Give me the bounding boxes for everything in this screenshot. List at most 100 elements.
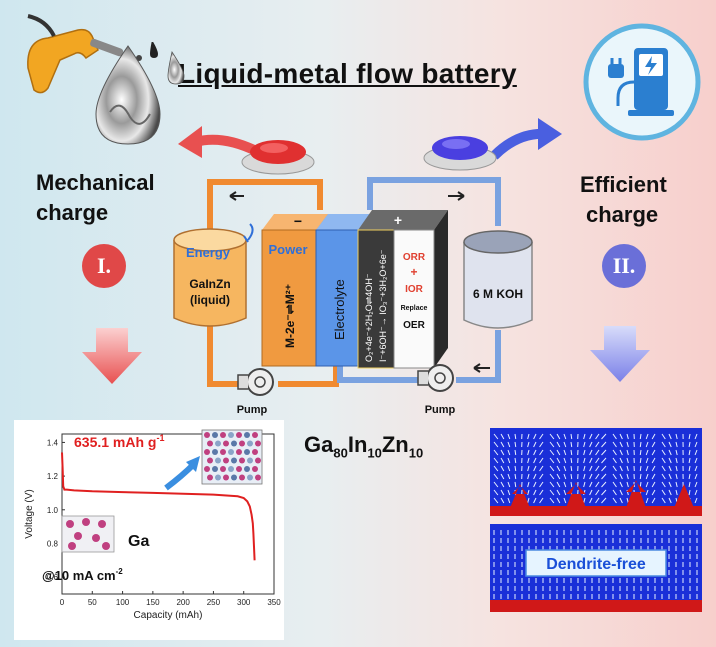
field-arrow <box>527 489 530 496</box>
field-arrow <box>688 489 691 496</box>
field-arrow <box>688 441 691 448</box>
field-arrow <box>539 441 544 448</box>
field-arrow <box>688 449 691 456</box>
liquid-metal-drop-icon <box>95 42 185 145</box>
field-arrow <box>626 441 629 448</box>
atom <box>204 432 210 438</box>
field-arrow <box>675 473 678 480</box>
field-arrow <box>668 441 672 448</box>
cycle-arrow-icon <box>243 223 254 243</box>
field-arrow <box>583 441 586 448</box>
discharge-curve <box>61 452 256 561</box>
field-arrow <box>570 473 573 480</box>
field-arrow <box>639 473 642 480</box>
field-arrow <box>500 441 505 448</box>
field-arrow <box>661 497 666 504</box>
field-arrow <box>645 481 649 488</box>
right-pump-icon <box>417 364 454 392</box>
field-arrow <box>500 473 505 480</box>
field-arrow <box>583 465 586 472</box>
field-arrow <box>668 433 672 440</box>
field-arrow <box>595 457 600 464</box>
field-arrow <box>570 457 573 464</box>
field-arrow <box>645 465 649 472</box>
field-arrow <box>619 441 623 448</box>
field-arrow <box>533 473 537 480</box>
field-arrow <box>549 449 555 456</box>
field-arrow <box>694 489 698 496</box>
field-arrow <box>549 473 555 480</box>
x-tick-label: 300 <box>237 598 251 607</box>
field-arrow <box>493 481 499 488</box>
field-arrow <box>507 449 511 456</box>
atom <box>255 474 261 481</box>
atom <box>252 466 258 472</box>
efficient-charge-label: Efficient charge <box>580 172 667 227</box>
atom <box>207 474 213 481</box>
flow-arrow-right-bottom <box>473 363 490 373</box>
field-arrow <box>549 497 555 504</box>
field-arrow <box>500 481 505 488</box>
field-arrow <box>645 497 649 504</box>
field-arrow <box>651 433 656 440</box>
field-arrow <box>563 449 567 456</box>
field-arrow <box>612 457 617 464</box>
field-arrow <box>668 473 672 480</box>
field-arrow <box>595 473 600 480</box>
field-arrow <box>694 457 698 464</box>
flow-arrow-left-top <box>229 191 244 201</box>
atom <box>239 474 245 481</box>
field-arrow <box>549 433 555 440</box>
atom <box>223 457 229 464</box>
field-arrow <box>514 481 517 488</box>
x-tick-label: 100 <box>116 598 130 607</box>
atom <box>215 474 221 481</box>
field-arrow <box>639 465 642 472</box>
blue-push-button[interactable] <box>420 124 500 174</box>
field-arrow <box>668 449 672 456</box>
figure-title: Liquid-metal flow battery <box>178 58 517 89</box>
field-arrow <box>533 457 537 464</box>
field-arrow <box>500 489 505 496</box>
field-arrow <box>651 497 656 504</box>
atom <box>247 474 253 481</box>
field-arrow <box>507 497 511 504</box>
field-arrow <box>595 441 600 448</box>
field-arrow <box>694 441 698 448</box>
atom <box>228 449 234 455</box>
field-arrow <box>619 473 623 480</box>
x-tick-label: 50 <box>88 598 97 607</box>
field-arrow <box>556 441 561 448</box>
field-arrow <box>612 497 617 504</box>
field-arrow <box>645 489 649 496</box>
orr-ior-plus: + <box>410 265 417 279</box>
field-arrow <box>619 489 623 496</box>
atom <box>212 449 218 455</box>
pump-right-label: Pump <box>425 404 456 416</box>
field-arrow <box>539 457 544 464</box>
field-arrow <box>583 457 586 464</box>
atom <box>207 440 213 447</box>
field-arrow <box>493 489 499 496</box>
atom <box>236 449 242 455</box>
field-arrow <box>589 441 593 448</box>
field-arrow <box>507 433 511 440</box>
red-push-button[interactable] <box>238 128 318 178</box>
field-arrow <box>694 449 698 456</box>
field-arrow <box>539 465 544 472</box>
blue-pipe-bottom-left <box>337 366 422 383</box>
field-arrow <box>589 465 593 472</box>
field-arrow <box>589 449 593 456</box>
field-arrow <box>694 433 698 440</box>
field-arrow <box>651 457 656 464</box>
field-arrow <box>601 465 607 472</box>
field-arrow <box>563 433 567 440</box>
plot-frame <box>61 433 275 595</box>
field-arrow <box>507 481 511 488</box>
atom <box>220 449 226 455</box>
field-arrow <box>549 481 555 488</box>
field-arrow <box>626 481 629 488</box>
field-arrow <box>645 449 649 456</box>
field-arrow <box>507 489 511 496</box>
